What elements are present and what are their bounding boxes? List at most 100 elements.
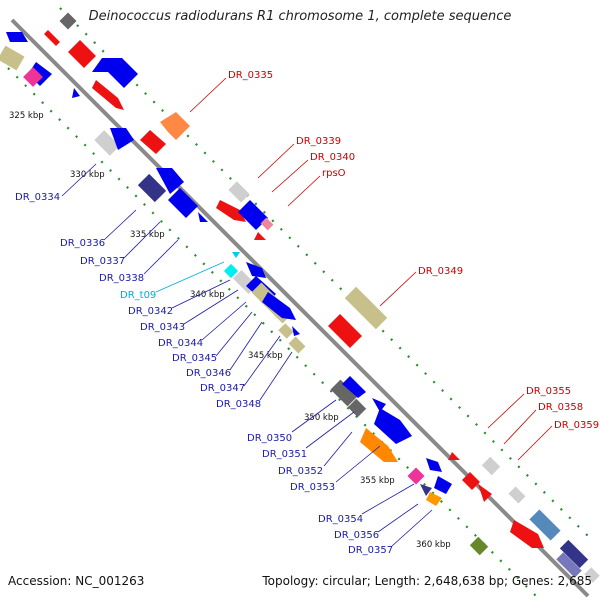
gene-feature[interactable] [469,536,489,556]
gene-feature[interactable] [328,314,362,348]
gene-feature[interactable] [59,12,77,30]
gene-feature[interactable] [344,286,388,330]
gene-feature[interactable] [508,486,526,504]
gene-feature[interactable] [94,130,120,156]
kbp-tick-label: 330 kbp [70,170,105,180]
gene-label-DR_0355[interactable]: DR_0355 [526,386,571,397]
gene-label-DR_0338[interactable]: DR_0338 [99,273,144,284]
gene-feature[interactable] [478,484,492,502]
gene-label-DR_0354[interactable]: DR_0354 [318,514,363,525]
gene-feature[interactable] [372,398,386,412]
gene-label-DR_0359[interactable]: DR_0359 [554,420,599,431]
gene-label-DR_0348[interactable]: DR_0348 [216,399,261,410]
gene-feature[interactable] [481,456,501,476]
gene-feature[interactable] [342,376,366,398]
gene-label-DR_0357[interactable]: DR_0357 [348,545,393,556]
gene-feature[interactable] [330,379,358,407]
gene-feature[interactable] [6,32,28,42]
gene-feature[interactable] [426,492,442,506]
gene-feature[interactable] [529,509,561,541]
leader-line [183,289,239,325]
gene-feature[interactable] [448,452,460,460]
leader-line [103,209,137,241]
gene-feature[interactable] [160,112,190,140]
gene-label-DR_0351[interactable]: DR_0351 [262,449,307,460]
gene-feature[interactable] [137,173,167,203]
gene-label-DR_0349[interactable]: DR_0349 [418,266,463,277]
gene-feature[interactable] [198,212,208,222]
gene-feature[interactable] [232,252,240,258]
gene-feature[interactable] [228,181,250,203]
gene-label-DR_0345[interactable]: DR_0345 [172,353,217,364]
gene-feature[interactable] [92,80,124,110]
leader-line [61,163,97,197]
gene-feature[interactable] [246,262,266,278]
gene-label-DR_0358[interactable]: DR_0358 [538,402,583,413]
gene-label-rpsO[interactable]: rpsO [322,168,346,179]
guide-line-inner [7,67,541,600]
gene-feature[interactable] [347,398,367,418]
gene-label-DR_0356[interactable]: DR_0356 [334,530,379,541]
gene-feature[interactable] [510,520,544,548]
gene-feature[interactable] [420,484,432,496]
map-title: Deinococcus radiodurans R1 chromosome 1,… [88,9,512,24]
gene-feature[interactable] [360,428,398,462]
gene-feature[interactable] [238,200,268,230]
gene-feature[interactable] [292,326,300,336]
gene-label-DR_0346[interactable]: DR_0346 [186,368,231,379]
gene-feature[interactable] [556,552,582,578]
gene-feature[interactable] [260,217,274,231]
gene-feature[interactable] [374,408,412,444]
gene-feature[interactable] [168,188,198,218]
tick-guides [7,7,591,600]
gene-feature[interactable] [278,323,294,339]
gene-feature[interactable] [92,58,138,88]
gene-label-DR_0353[interactable]: DR_0353 [290,482,335,493]
gene-label-DR_t09[interactable]: DR_t09 [120,290,156,301]
gene-feature[interactable] [72,88,80,98]
gene-feature[interactable] [288,336,306,354]
gene-label-DR_0344[interactable]: DR_0344 [158,338,203,349]
gene-label-DR_0339[interactable]: DR_0339 [296,136,341,147]
gene-feature[interactable] [44,30,60,46]
gene-feature[interactable] [23,67,43,87]
leader-line [189,77,227,113]
gene-feature[interactable] [0,45,25,71]
gene-label-DR_0352[interactable]: DR_0352 [278,466,323,477]
gene-label-DR_0347[interactable]: DR_0347 [200,383,245,394]
gene-feature[interactable] [559,539,589,569]
gene-label-DR_0342[interactable]: DR_0342 [128,306,173,317]
gene-feature[interactable] [434,476,452,494]
guide-line-outer [59,7,591,539]
gene-feature[interactable] [68,40,96,68]
outer-strand-features [44,12,600,583]
gene-feature[interactable] [254,232,266,240]
gene-label-DR_0337[interactable]: DR_0337 [80,256,125,267]
gene-label-DR_0340[interactable]: DR_0340 [310,152,355,163]
kbp-tick-labels: 325 kbp 330 kbp 335 kbp 340 kbp 345 kbp … [9,111,451,550]
leader-line [257,143,295,179]
gene-feature[interactable] [407,467,425,485]
gene-feature[interactable] [462,472,480,490]
leader-line [287,175,321,207]
gene-feature[interactable] [140,130,166,154]
leader-line [503,409,537,445]
leader-line [377,503,419,533]
gene-label-DR_0343[interactable]: DR_0343 [140,322,185,333]
gene-label-DR_0350[interactable]: DR_0350 [247,433,292,444]
leader-line [259,351,293,401]
gene-feature[interactable] [216,200,246,222]
gene-feature[interactable] [426,458,442,472]
gene-feature[interactable] [584,567,600,583]
leader-line [215,311,253,357]
gene-label-DR_0334[interactable]: DR_0334 [15,192,60,203]
gene-feature[interactable] [156,168,184,194]
gene-feature[interactable] [110,128,134,150]
kbp-tick-label: 360 kbp [416,540,451,550]
chromosome-backbone [10,18,590,598]
gene-feature[interactable] [262,292,296,320]
gene-feature[interactable] [223,263,239,279]
gene-label-DR_0335[interactable]: DR_0335 [228,70,273,81]
gene-label-DR_0336[interactable]: DR_0336 [60,238,105,249]
